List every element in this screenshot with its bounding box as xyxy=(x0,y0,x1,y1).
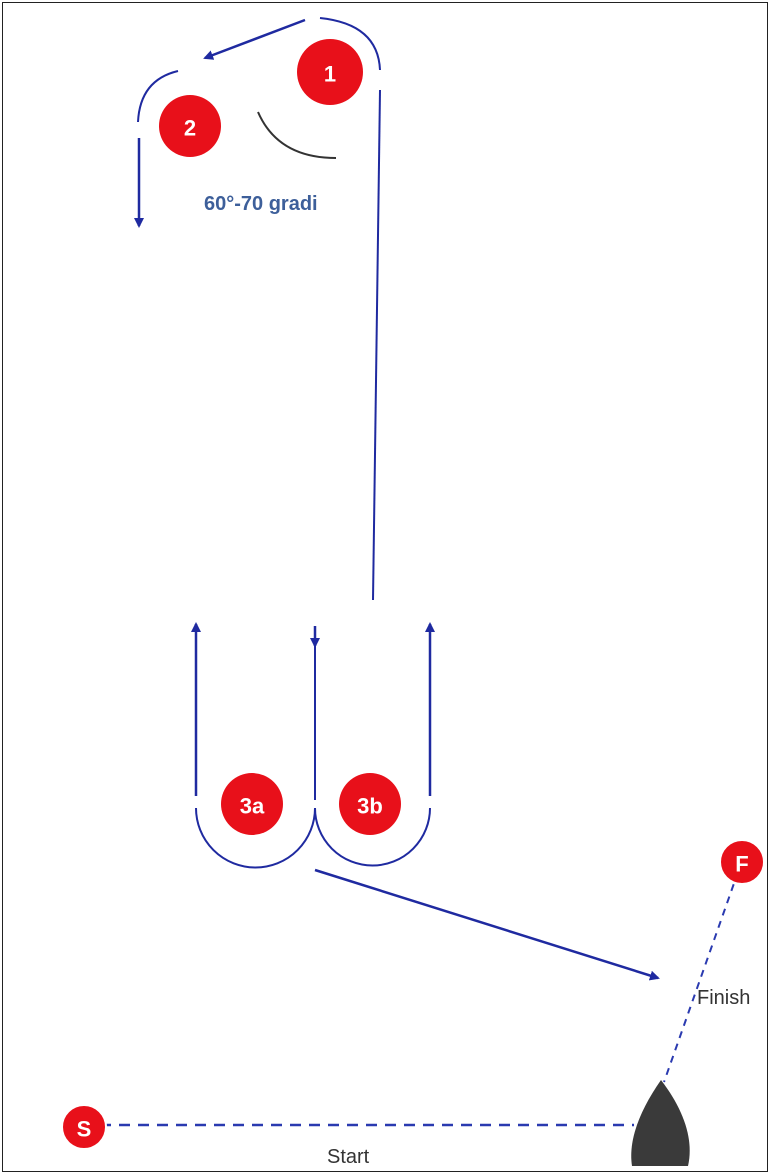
start-line-label: Start xyxy=(327,1146,370,1168)
gate-3b-rounding-arc xyxy=(314,807,431,867)
mark-3a-label: 3a xyxy=(240,794,265,819)
angle-label: 60°-70 gradi xyxy=(204,193,318,215)
mark-2-label: 2 xyxy=(184,116,196,141)
finish-line-label: Finish xyxy=(697,987,750,1009)
mark-3a: 3a xyxy=(221,773,283,835)
mark-start-label: S xyxy=(77,1117,92,1142)
mark-2: 2 xyxy=(159,95,221,157)
mark-1-rounding-arc xyxy=(319,17,381,71)
mark-finish-label: F xyxy=(735,852,748,877)
gate-3a-rounding-arc xyxy=(195,807,316,869)
mark-3b-label: 3b xyxy=(357,794,383,819)
beat-leg-line xyxy=(372,89,381,601)
mark-2-rounding-arc xyxy=(137,70,179,123)
committee-boat xyxy=(631,1080,690,1166)
finish-leg-arrow xyxy=(314,868,660,981)
mark-3b: 3b xyxy=(339,773,401,835)
mark-start: S xyxy=(61,1104,107,1150)
mark-1-label: 1 xyxy=(324,62,336,87)
reach-leg-arrow xyxy=(203,18,306,60)
angle-arc xyxy=(257,111,337,159)
mark-1: 1 xyxy=(297,39,363,105)
finish-line-dashed xyxy=(663,871,739,1083)
mark-finish: F xyxy=(719,839,765,885)
